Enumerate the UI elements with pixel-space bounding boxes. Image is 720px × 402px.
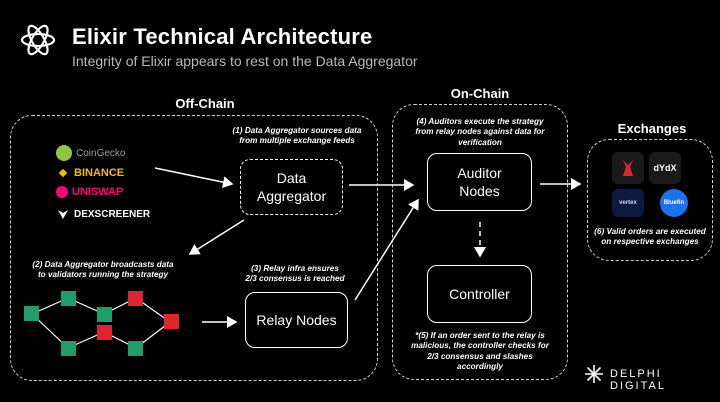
step-3-note: (3) Relay infra ensures 2/3 consensus is… xyxy=(245,264,345,284)
validator-node xyxy=(128,341,143,356)
exchange-logo-red xyxy=(612,152,644,184)
source-label: DEXSCREENER xyxy=(74,208,151,220)
elixir-logo-icon xyxy=(20,24,56,56)
validator-node xyxy=(61,291,76,306)
validator-node xyxy=(61,341,76,356)
controller-box: Controller xyxy=(427,265,532,323)
step-4-note: (4) Auditors execute the strategy from r… xyxy=(415,117,545,147)
validator-node xyxy=(24,306,39,321)
source-dexscreener: DEXSCREENER xyxy=(56,207,150,221)
validator-network xyxy=(24,291,179,356)
validator-node-malicious xyxy=(128,291,143,306)
on-chain-heading: On-Chain xyxy=(450,86,510,101)
step-2-note: (2) Data Aggregator broadcasts data to v… xyxy=(32,260,174,280)
exchange-logo-dydx: dYdX xyxy=(649,152,681,184)
source-binance: BINANCE xyxy=(56,166,124,180)
binance-icon xyxy=(58,168,68,178)
exchanges-heading: Exchanges xyxy=(617,121,687,136)
relay-nodes-box: Relay Nodes xyxy=(245,292,348,348)
coingecko-icon xyxy=(56,145,72,161)
step-1-note: (1) Data Aggregator sources data from mu… xyxy=(232,126,362,146)
source-label: UNISWAP xyxy=(72,186,124,198)
validator-node-malicious xyxy=(97,325,112,340)
dexscreener-icon xyxy=(58,210,68,219)
data-aggregator-box: Data Aggregator xyxy=(240,159,343,215)
uniswap-icon xyxy=(56,186,68,198)
exchange-logo-bluefin: Bluefin xyxy=(660,189,688,217)
exchange-logo-vertex: vertex xyxy=(612,189,644,217)
off-chain-heading: Off-Chain xyxy=(175,96,235,111)
source-coingecko: CoinGecko xyxy=(56,145,125,161)
validator-node-malicious xyxy=(164,314,179,329)
auditor-nodes-box: Auditor Nodes xyxy=(427,153,532,211)
source-uniswap: UNISWAP xyxy=(56,186,123,198)
delphi-logo-icon xyxy=(585,365,603,383)
brand-name: DELPHI DIGITAL xyxy=(610,368,666,392)
page-subtitle: Integrity of Elixir appears to rest on t… xyxy=(72,53,418,69)
rabbit-icon xyxy=(623,160,633,176)
source-label: CoinGecko xyxy=(76,147,126,159)
source-label: BINANCE xyxy=(74,167,125,179)
step-6-note: (6) Valid orders are executed on respect… xyxy=(594,227,706,247)
page-title: Elixir Technical Architecture xyxy=(72,24,373,49)
validator-node xyxy=(97,307,112,322)
step-5-note: *(5) If an order sent to the relay is ma… xyxy=(411,331,549,371)
exchanges-region xyxy=(587,139,713,261)
